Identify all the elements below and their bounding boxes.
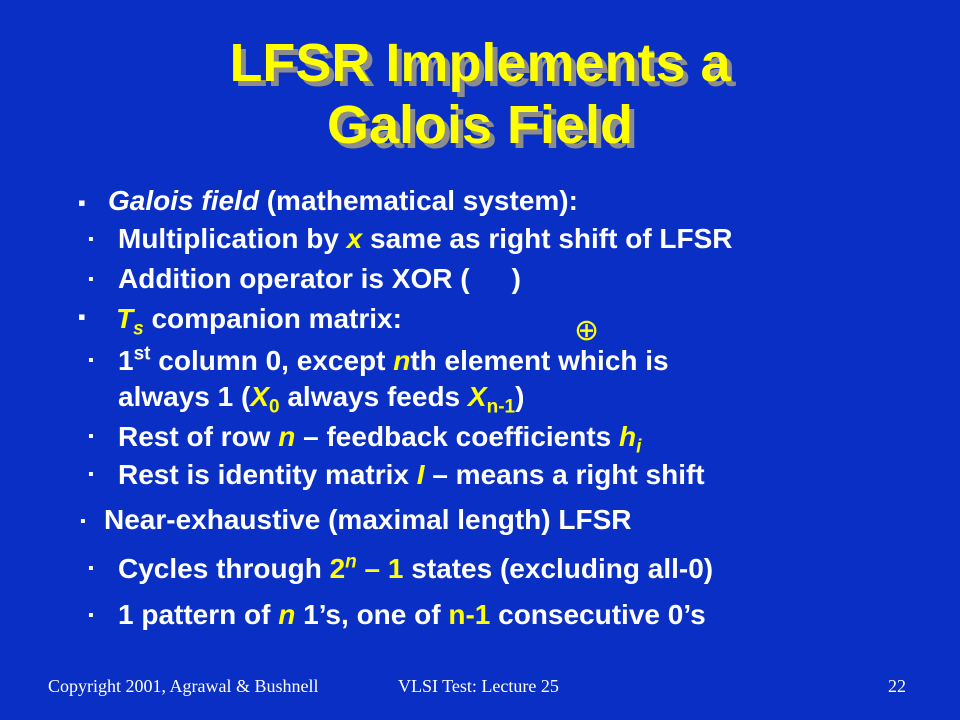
sub-bullet-first-column: 1st column 0, except nth element which i… [118, 343, 669, 376]
xor-symbol: ⊕ [574, 314, 600, 347]
sub-bullet-icon: ▪ [88, 271, 94, 288]
sub-bullet-patterns: 1 pattern of n 1’s, one of n-1 consecuti… [118, 599, 706, 630]
sub-bullet-multiplication: Multiplication by x same as right shift … [118, 223, 733, 254]
footer-copyright: Copyright 2001, Agrawal & Bushnell [48, 676, 319, 696]
sub-bullet-rest-of-row: Rest of row n – feedback coefficients hi [118, 421, 642, 458]
bullet-icon: ▪ [80, 513, 86, 530]
title-line-2: Galois Field [326, 95, 634, 155]
sub-bullet-identity: Rest is identity matrix I – means a righ… [118, 459, 705, 490]
sub-bullet-icon: ▪ [88, 352, 94, 369]
sub-bullet-addition: Addition operator is XOR () [118, 263, 521, 294]
bullet-icon: ▪ [78, 190, 86, 215]
bullet-companion-matrix: Ts companion matrix: [116, 303, 402, 340]
title-line-1: LFSR Implements a [229, 33, 731, 93]
bullet-icon: ▪ [78, 304, 86, 329]
sub-bullet-cycles: Cycles through 2n – 1 states (excluding … [118, 551, 714, 584]
sub-bullet-icon: ▪ [88, 428, 94, 445]
footer-page-number: 22 [888, 676, 906, 696]
slide-title: LFSR Implements a Galois Field [0, 32, 960, 156]
bullet-near-exhaustive: Near-exhaustive (maximal length) LFSR [104, 504, 632, 535]
footer-course: VLSI Test: Lecture 25 [398, 676, 559, 696]
sub-bullet-icon: ▪ [88, 560, 94, 577]
sub-bullet-icon: ▪ [88, 231, 94, 248]
bullet-galois-field: Galois field (mathematical system): [108, 185, 578, 216]
sub-bullet-icon: ▪ [88, 607, 94, 624]
sub-bullet-icon: ▪ [88, 466, 94, 483]
sub-bullet-first-column-cont: always 1 (X0 always feeds Xn-1) [118, 381, 525, 418]
